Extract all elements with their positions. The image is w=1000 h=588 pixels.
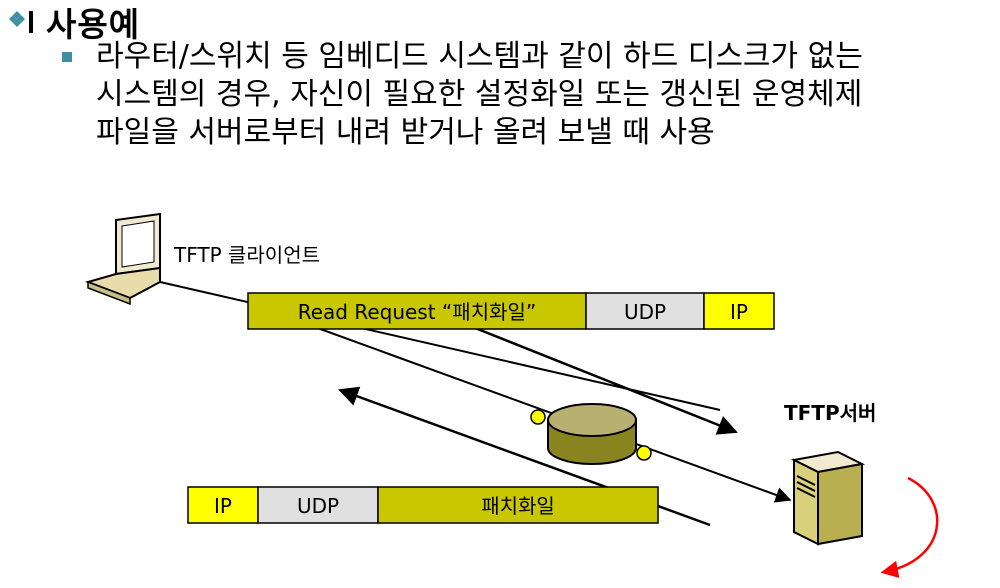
request-arrow [459, 320, 738, 435]
bullet-line: 시스템의 경우, 자신이 필요한 설정화일 또는 갱신된 운영체제 [96, 77, 863, 112]
server-icon [790, 450, 866, 546]
request-payload-cell [247, 292, 587, 330]
client-label: TFTP 클라이언트 [173, 243, 320, 267]
request-ip-label: IP [730, 300, 748, 324]
response-payload-cell [377, 486, 659, 524]
router-icon [530, 403, 652, 465]
response-packet: IP UDP 패치화일 [187, 486, 659, 524]
response-udp-cell [257, 486, 379, 524]
bullet-text: 라우터/스위치 등 임베디드 시스템과 같이 하드 디스크가 없는 시스템의 경… [96, 38, 996, 152]
request-udp-label: UDP [624, 300, 666, 324]
slide-title: 사용예 [4, 2, 140, 44]
diamond-bullet-icon [9, 11, 33, 33]
request-udp-cell [585, 292, 705, 330]
request-ip-cell [703, 292, 775, 330]
square-bullet-icon [62, 52, 72, 62]
response-ip-label: IP [214, 494, 232, 518]
bullet-line: 파일을 서버로부터 내려 받거나 올려 보낼 때 사용 [96, 115, 715, 150]
response-udp-label: UDP [297, 494, 339, 518]
rotate-arrow-icon [880, 476, 939, 579]
server-label: TFTP서버 [784, 401, 876, 425]
response-payload-label: 패치화일 [481, 494, 555, 518]
bullet-line: 라우터/스위치 등 임베디드 시스템과 같이 하드 디스크가 없는 [96, 39, 863, 74]
laptop-icon [84, 212, 161, 306]
title-text: 사용예 [46, 5, 141, 44]
response-ip-cell [187, 486, 259, 524]
request-packet: Read Request “패치화일” UDP IP [247, 292, 775, 330]
request-line-lower [289, 317, 792, 503]
request-payload-label: Read Request “패치화일” [298, 300, 537, 324]
